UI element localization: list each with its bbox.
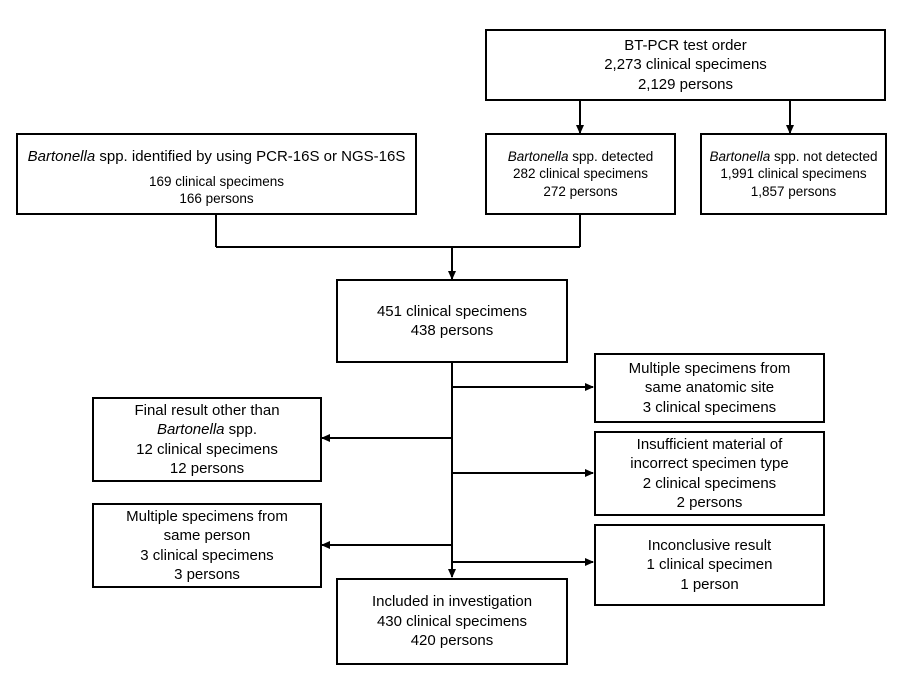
- excl-other-result-specimens: 12 clinical specimens: [136, 440, 278, 458]
- excl-inconclusive-box: Inconclusive result 1 clinical specimen …: [594, 524, 825, 606]
- detected-persons: 272 persons: [543, 183, 618, 199]
- identified-16s-persons: 166 persons: [179, 191, 254, 207]
- combined-persons: 438 persons: [410, 322, 494, 339]
- excl-insufficient-box: Insufficient material of incorrect speci…: [594, 431, 825, 516]
- excl-insufficient-line1: Insufficient material of: [636, 435, 783, 453]
- excl-inconclusive-line1: Inconclusive result: [647, 536, 772, 554]
- excl-same-site-box: Multiple specimens from same anatomic si…: [594, 353, 825, 423]
- excl-other-result-line2: Bartonella spp.: [156, 421, 258, 438]
- test-order-persons: 2,129 persons: [637, 75, 734, 93]
- excl-insufficient-specimens: 2 clinical specimens: [642, 474, 777, 492]
- not-detected-specimens: 1,991 clinical specimens: [720, 166, 867, 182]
- not-detected-title: Bartonella spp. not detected: [709, 148, 878, 164]
- excl-other-result-box: Final result other than Bartonella spp. …: [92, 397, 322, 482]
- included-box: Included in investigation 430 clinical s…: [336, 578, 568, 665]
- test-order-specimens: 2,273 clinical specimens: [604, 56, 767, 74]
- identified-16s-title: Bartonella spp. identified by using PCR-…: [27, 148, 406, 165]
- detected-title: Bartonella spp. detected: [507, 148, 654, 164]
- not-detected-box: Bartonella spp. not detected 1,991 clini…: [700, 133, 887, 215]
- excl-inconclusive-specimens: 1 clinical specimen: [646, 556, 773, 574]
- test-order-box: BT-PCR test order 2,273 clinical specime…: [485, 29, 886, 101]
- included-specimens: 430 clinical specimens: [376, 612, 528, 630]
- combined-specimens: 451 clinical specimens: [376, 302, 528, 320]
- excl-insufficient-persons: 2 persons: [676, 494, 743, 511]
- excl-same-person-line1: Multiple specimens from: [126, 507, 288, 525]
- excl-other-result-persons: 12 persons: [169, 460, 245, 477]
- combined-box: 451 clinical specimens 438 persons: [336, 279, 568, 363]
- excl-same-site-line2: same anatomic site: [644, 379, 775, 397]
- excl-same-person-line2: same person: [163, 527, 251, 544]
- excl-same-site-specimens: 3 clinical specimens: [642, 398, 777, 416]
- excl-insufficient-line2: incorrect specimen type: [630, 455, 789, 472]
- excl-same-person-specimens: 3 clinical specimens: [140, 546, 274, 564]
- included-title: Included in investigation: [371, 593, 533, 611]
- identified-16s-specimens: 169 clinical specimens: [148, 173, 285, 189]
- test-order-title: BT-PCR test order: [624, 36, 747, 54]
- detected-specimens: 282 clinical specimens: [512, 166, 649, 182]
- identified-16s-box: Bartonella spp. identified by using PCR-…: [16, 133, 417, 215]
- excl-inconclusive-persons: 1 person: [680, 575, 739, 593]
- not-detected-persons: 1,857 persons: [750, 183, 837, 199]
- excl-other-result-line1: Final result other than: [134, 401, 280, 419]
- excl-same-person-box: Multiple specimens from same person 3 cl…: [92, 503, 322, 588]
- included-persons: 420 persons: [410, 632, 494, 650]
- excl-same-person-persons: 3 persons: [174, 566, 240, 583]
- excl-same-site-line1: Multiple specimens from: [628, 359, 791, 377]
- detected-box: Bartonella spp. detected 282 clinical sp…: [485, 133, 676, 215]
